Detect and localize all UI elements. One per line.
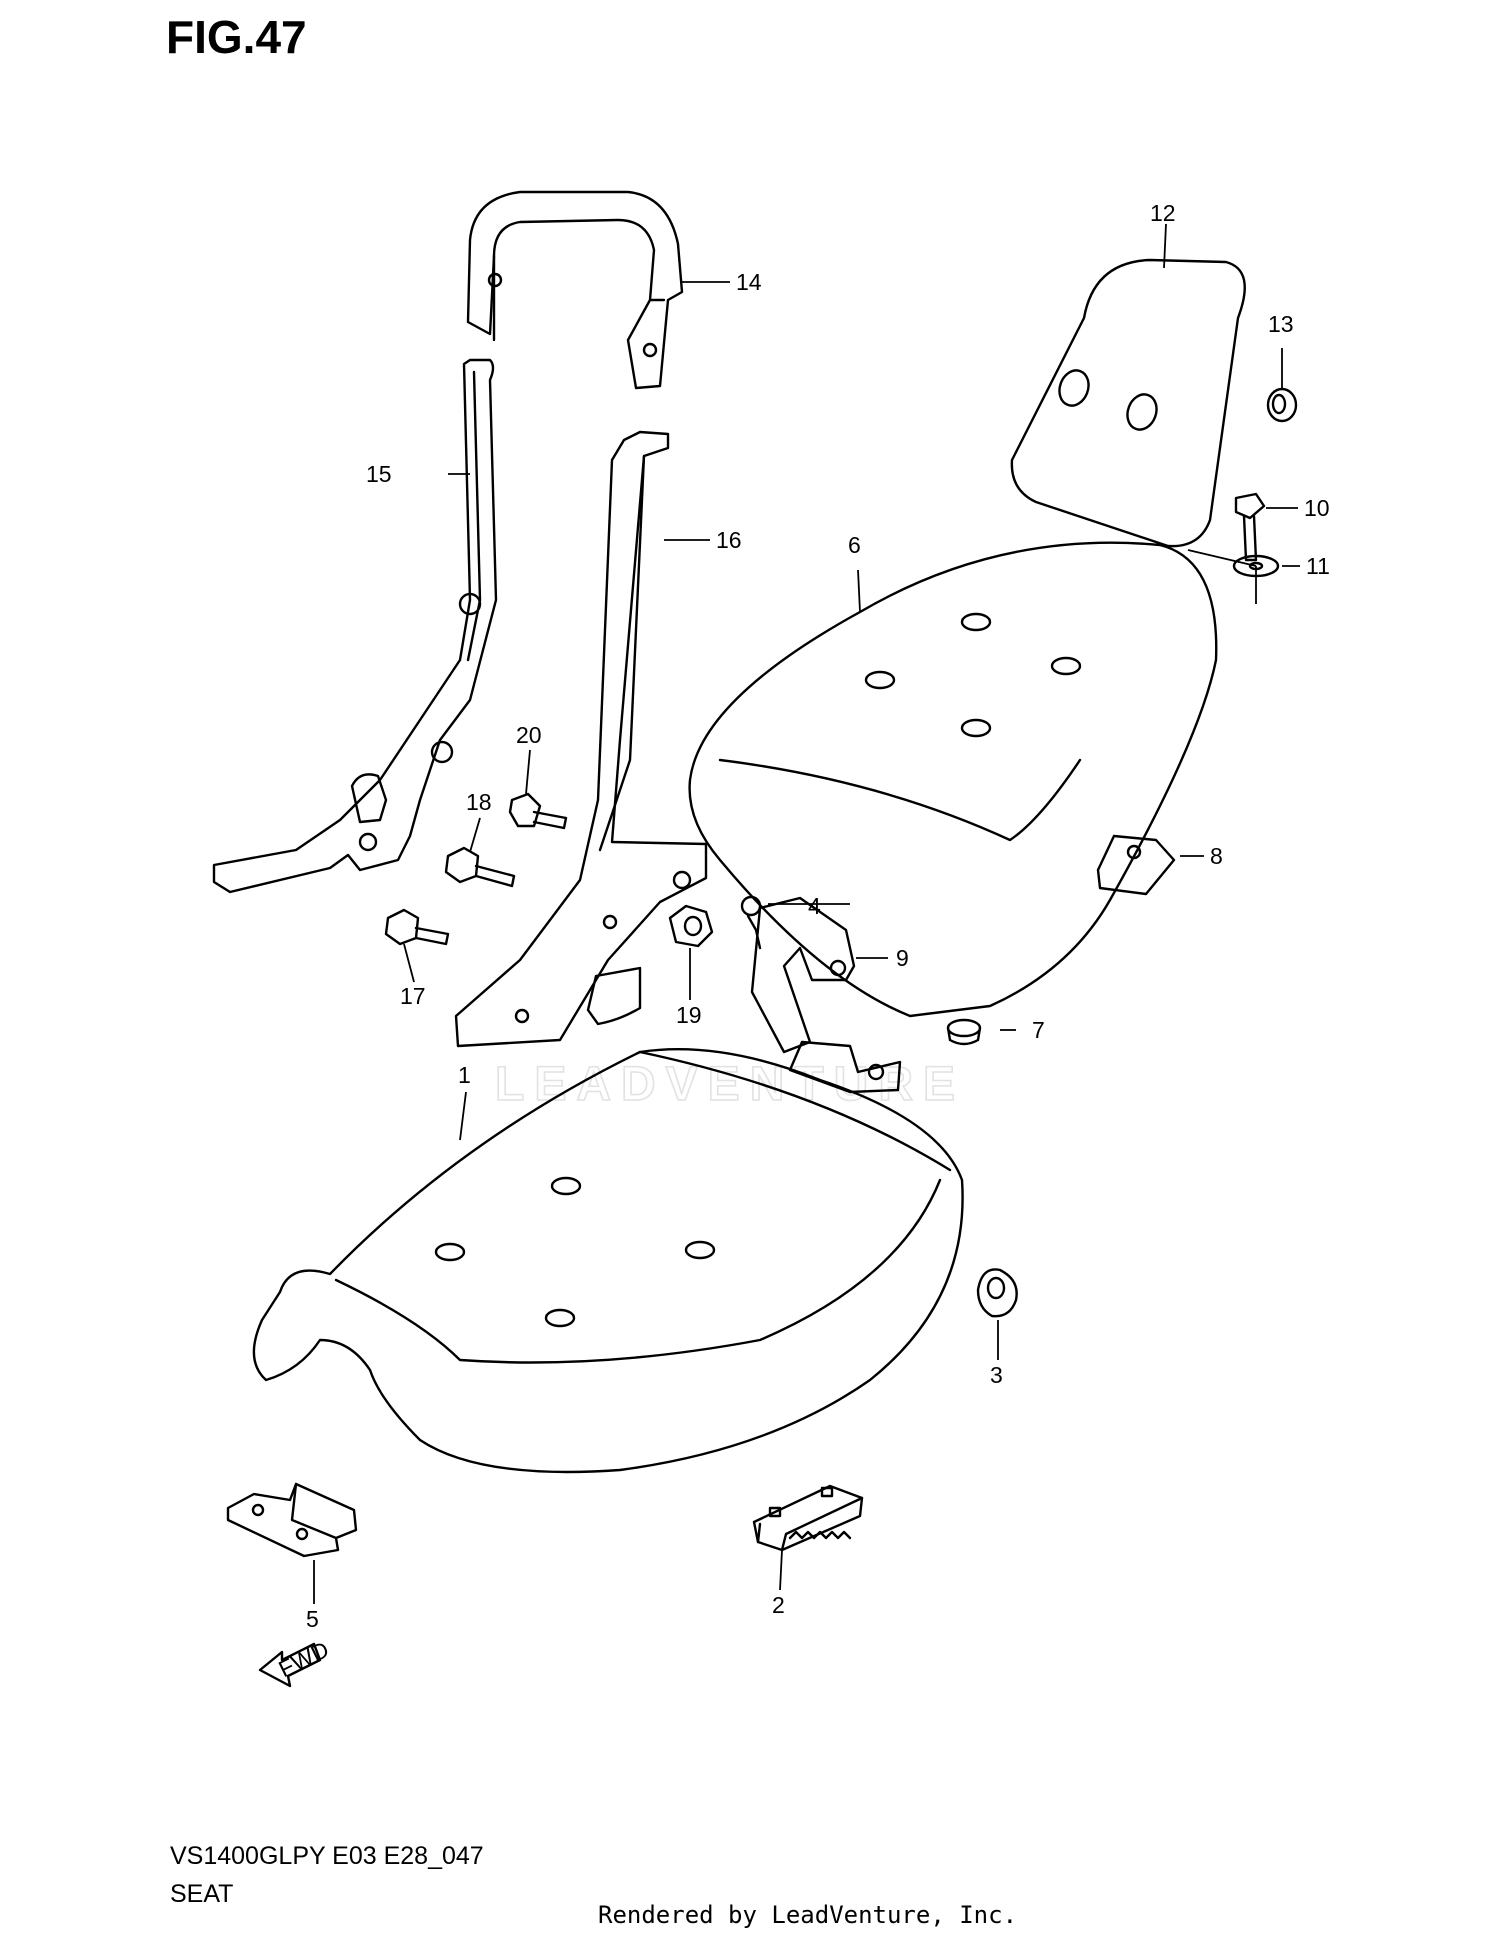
part-seat-bracket[interactable] xyxy=(750,896,902,1094)
part-nut-19[interactable] xyxy=(668,904,714,948)
leader-lines xyxy=(313,223,1300,1604)
part-screw-4[interactable] xyxy=(740,895,762,950)
callout-5: 5 xyxy=(306,1606,319,1632)
part-bolt-20[interactable] xyxy=(508,792,568,830)
callout-3: 3 xyxy=(990,1362,1003,1388)
callout-13: 13 xyxy=(1268,311,1294,337)
figure-title: FIG.47 xyxy=(166,11,307,63)
part-backrest-stay-right[interactable] xyxy=(454,430,708,1048)
watermark-text: LEADVENTURE xyxy=(495,1058,965,1111)
callout-6: 6 xyxy=(848,532,861,558)
callout-11: 11 xyxy=(1306,553,1330,579)
part-cushion-7[interactable] xyxy=(946,1018,982,1046)
callout-10: 10 xyxy=(1304,495,1330,521)
part-seat-plate-8[interactable] xyxy=(1096,834,1176,896)
callout-2: 2 xyxy=(772,1592,785,1618)
part-cushion-2[interactable] xyxy=(752,1484,864,1552)
callout-8: 8 xyxy=(1210,843,1223,869)
callout-19: 19 xyxy=(676,1002,702,1028)
rendered-by-credit: Rendered by LeadVenture, Inc. xyxy=(598,1901,1018,1929)
callout-15: 15 xyxy=(366,461,392,487)
callout-7: 7 xyxy=(1032,1017,1045,1043)
part-backrest-stay-left[interactable] xyxy=(212,358,498,894)
part-damper-3[interactable] xyxy=(976,1268,1018,1318)
fwd-arrow-icon: FWD xyxy=(258,1636,333,1688)
part-grommet-13[interactable] xyxy=(1266,387,1298,423)
fwd-label: FWD xyxy=(274,1636,332,1682)
part-backrest-pad[interactable] xyxy=(1010,258,1246,548)
callout-18: 18 xyxy=(466,789,492,815)
part-bolt-10[interactable] xyxy=(1234,492,1266,562)
callout-14: 14 xyxy=(736,269,762,295)
callout-4: 4 xyxy=(808,893,821,919)
part-bolt-17[interactable] xyxy=(384,908,450,946)
part-bolt-18[interactable] xyxy=(444,846,516,888)
part-passenger-seat[interactable] xyxy=(688,541,1218,1018)
callout-9: 9 xyxy=(896,945,909,971)
part-bracket-plate-5[interactable] xyxy=(226,1482,358,1558)
part-grab-bar[interactable] xyxy=(466,190,684,390)
callout-numbers: 1 2 3 4 5 6 7 8 9 10 11 12 13 14 15 16 1… xyxy=(306,200,1330,1632)
callout-12: 12 xyxy=(1150,200,1176,226)
section-name: SEAT xyxy=(170,1880,234,1908)
callout-17: 17 xyxy=(400,983,426,1009)
callout-20: 20 xyxy=(516,722,542,748)
model-code: VS1400GLPY E03 E28_047 xyxy=(170,1842,484,1870)
callout-1: 1 xyxy=(458,1062,471,1088)
part-rider-seat[interactable] xyxy=(252,1048,964,1474)
callout-16: 16 xyxy=(716,527,742,553)
